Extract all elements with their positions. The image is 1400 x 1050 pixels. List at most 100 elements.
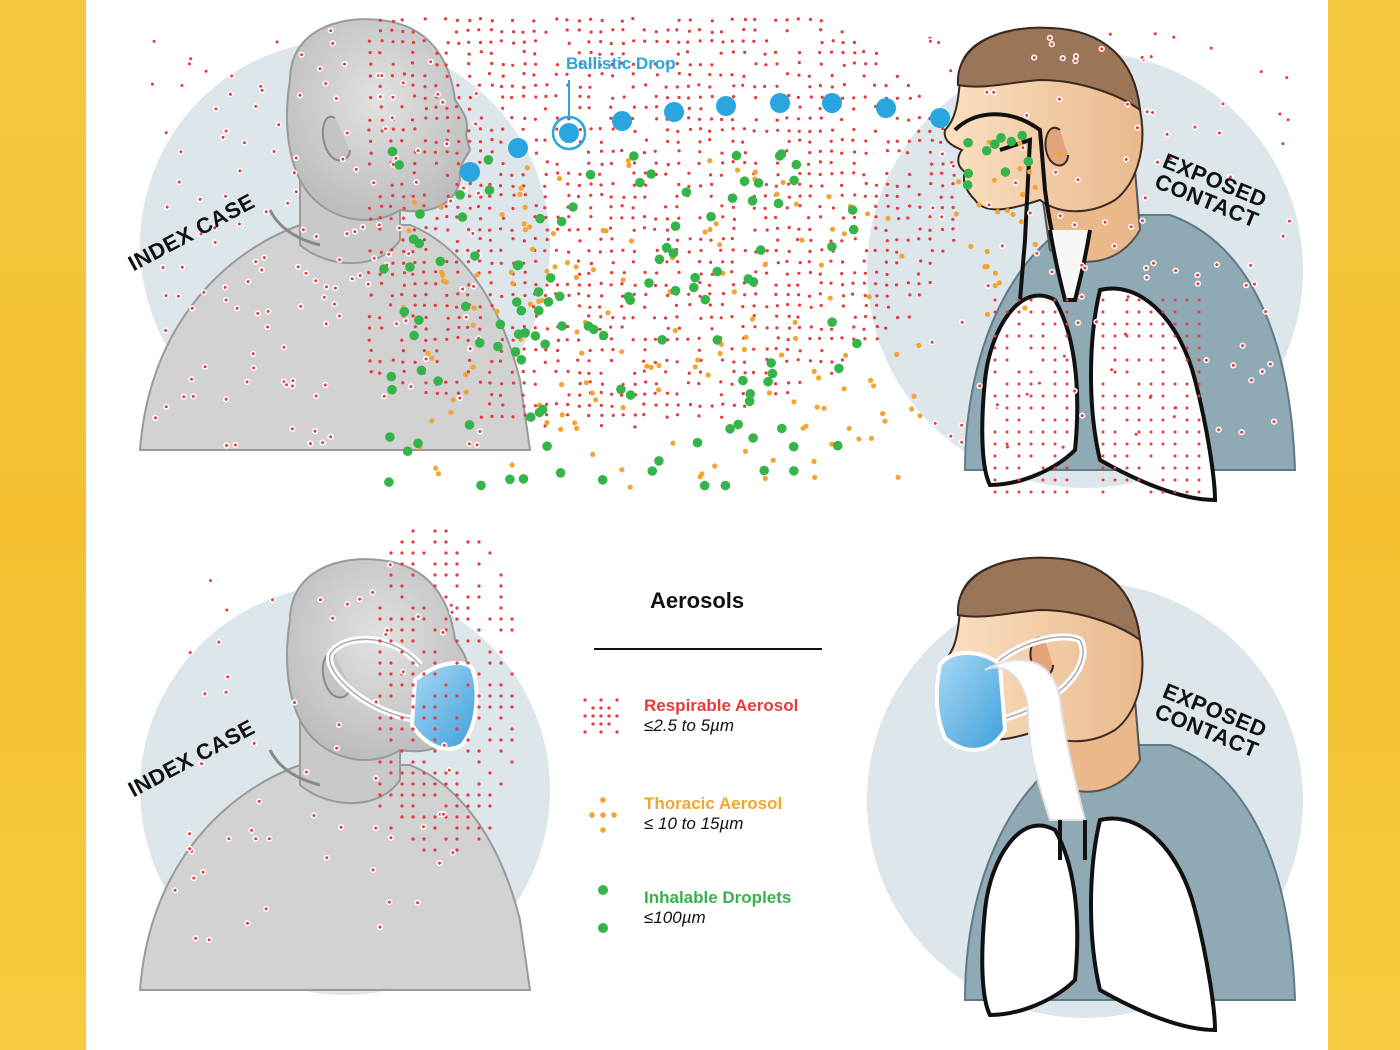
respirable-particle — [807, 260, 811, 264]
inhalable-particle — [414, 315, 424, 325]
respirable-particle — [1161, 478, 1165, 482]
respirable-particle — [401, 360, 405, 364]
respirable-particle — [533, 117, 538, 121]
respirable-particle — [1046, 34, 1053, 42]
respirable-particle — [655, 39, 659, 44]
respirable-particle — [688, 402, 693, 407]
inhalable-particle — [743, 274, 754, 284]
respirable-particle — [852, 150, 857, 154]
respirable-particle — [1071, 221, 1078, 228]
respirable-particle — [566, 402, 570, 407]
respirable-particle — [588, 227, 592, 231]
respirable-particle — [567, 215, 571, 219]
respirable-particle — [589, 261, 594, 266]
respirable-particle — [611, 261, 615, 265]
respirable-particle — [455, 782, 459, 786]
respirable-particle — [391, 261, 395, 265]
respirable-particle — [797, 271, 801, 275]
thoracic-particle — [968, 243, 974, 249]
thoracic-particle — [841, 386, 847, 392]
respirable-aerosol-swatch — [583, 698, 619, 734]
respirable-particle — [643, 39, 647, 43]
respirable-particle — [177, 148, 184, 155]
respirable-particle — [841, 283, 845, 287]
respirable-particle — [422, 606, 426, 610]
respirable-particle — [543, 195, 547, 199]
thoracic-particle — [909, 406, 915, 412]
respirable-particle — [1031, 54, 1038, 61]
respirable-particle — [422, 815, 426, 819]
thoracic-particle — [885, 215, 891, 221]
respirable-particle — [381, 393, 388, 400]
respirable-particle — [1072, 53, 1080, 60]
respirable-particle — [472, 120, 479, 127]
respirable-particle — [1101, 219, 1109, 226]
respirable-particle — [600, 382, 605, 386]
respirable-particle — [776, 261, 780, 265]
respirable-particle — [1149, 442, 1153, 446]
respirable-particle — [222, 193, 229, 200]
respirable-particle — [411, 606, 415, 610]
respirable-particle — [488, 617, 492, 621]
respirable-particle — [554, 402, 559, 406]
respirable-particle — [545, 283, 549, 287]
respirable-particle — [927, 38, 934, 45]
respirable-particle — [244, 920, 251, 927]
respirable-swatch-dot — [599, 730, 603, 734]
respirable-particle — [501, 216, 506, 220]
respirable-particle — [457, 41, 461, 46]
thoracic-particle — [522, 227, 528, 233]
inhalable-particle — [712, 335, 723, 345]
respirable-particle — [1029, 454, 1033, 458]
inhalable-particle — [981, 145, 992, 156]
respirable-particle — [455, 848, 459, 852]
respirable-particle — [687, 116, 691, 120]
respirable-particle — [720, 204, 724, 208]
respirable-particle — [873, 282, 878, 286]
respirable-particle — [511, 41, 516, 45]
inhalable-particle — [670, 221, 681, 231]
respirable-particle — [950, 195, 954, 199]
inhalable-particle — [763, 376, 773, 387]
respirable-particle — [795, 237, 800, 242]
respirable-particle — [223, 396, 230, 403]
respirable-particle — [874, 62, 878, 66]
respirable-particle — [466, 804, 470, 808]
respirable-particle — [677, 161, 681, 165]
respirable-particle — [633, 371, 637, 375]
inhalable-particle — [654, 254, 665, 265]
inhalable-particle — [484, 185, 495, 195]
respirable-particle — [578, 62, 583, 66]
respirable-particle — [764, 63, 768, 67]
respirable-particle — [445, 215, 449, 219]
respirable-particle — [808, 116, 812, 120]
respirable-particle — [400, 338, 404, 342]
respirable-particle — [479, 195, 483, 199]
respirable-particle — [633, 425, 637, 429]
respirable-particle — [1185, 454, 1189, 458]
respirable-particle — [522, 72, 526, 76]
respirable-particle — [444, 51, 448, 55]
respirable-particle — [280, 344, 288, 351]
respirable-particle — [411, 683, 415, 687]
inhalable-particle — [738, 375, 748, 386]
respirable-particle — [411, 529, 415, 533]
respirable-particle — [620, 19, 624, 23]
respirable-particle — [190, 874, 197, 882]
respirable-particle — [588, 348, 592, 353]
respirable-particle — [186, 830, 193, 837]
respirable-particle — [424, 338, 428, 342]
respirable-particle — [697, 260, 702, 264]
respirable-particle — [787, 225, 791, 230]
respirable-particle — [599, 315, 603, 319]
thoracic-particle — [821, 405, 827, 411]
thoracic-particle — [1017, 140, 1023, 146]
inhalable-particle — [534, 305, 544, 316]
respirable-particle — [488, 370, 492, 374]
respirable-particle — [391, 127, 395, 131]
respirable-particle — [644, 380, 648, 384]
respirable-particle — [488, 771, 492, 775]
respirable-particle — [389, 114, 396, 121]
respirable-particle — [499, 628, 503, 632]
